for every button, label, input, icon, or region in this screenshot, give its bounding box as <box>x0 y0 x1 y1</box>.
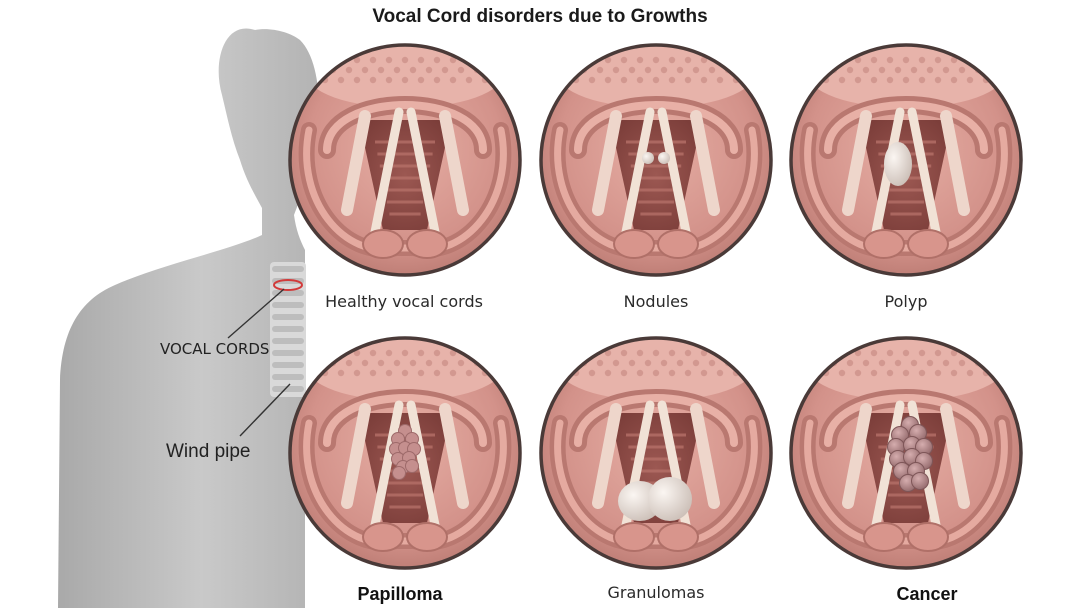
larynx-panel-cancer <box>789 336 1023 570</box>
growth-polyp <box>884 142 912 186</box>
panel-frame <box>288 336 522 570</box>
panel-frame <box>539 336 773 570</box>
panel-label-papilloma: Papilloma <box>357 584 443 604</box>
panel-frame <box>288 43 522 277</box>
panel-label-granulomas: Granulomas <box>607 583 705 602</box>
trachea-ring <box>272 326 304 332</box>
trachea-ring <box>272 302 304 308</box>
trachea-ring <box>272 266 304 272</box>
panel-label-healthy: Healthy vocal cords <box>325 292 483 311</box>
panel-label-polyp: Polyp <box>884 292 928 311</box>
diagram-title: Vocal Cord disorders due to Growths <box>372 6 708 27</box>
growth-papilloma <box>389 424 421 480</box>
right-vocal-cord <box>406 107 440 237</box>
vocal-cords-label: VOCAL CORDS <box>160 340 270 358</box>
wind-pipe-label: Wind pipe <box>166 441 251 462</box>
trachea <box>270 262 306 397</box>
panel-frame <box>789 336 1023 570</box>
left-vocal-cord <box>370 400 404 530</box>
left-vocal-cord <box>370 107 404 237</box>
larynx-panel-papilloma <box>288 336 522 570</box>
larynx-panel-granulomas <box>539 336 773 570</box>
palate-bumps <box>572 56 748 84</box>
vocal-cords-pointer-line <box>227 288 285 339</box>
right-vocal-cord <box>907 107 941 237</box>
larynx-panel-nodules <box>539 43 773 277</box>
larynx-panel-polyp <box>789 43 1023 277</box>
trachea-ring <box>272 386 304 392</box>
larynx-panel-none <box>288 43 522 277</box>
left-vocal-cord <box>621 107 655 237</box>
trachea-ring <box>272 374 304 380</box>
trachea-ring <box>272 314 304 320</box>
wind-pipe-pointer-line <box>239 383 291 437</box>
trachea-ring <box>272 350 304 356</box>
panel-frame <box>789 43 1023 277</box>
body-silhouette <box>58 28 319 608</box>
growth-nodules <box>642 152 670 164</box>
left-vocal-cord <box>871 400 905 530</box>
right-vocal-cord <box>406 400 440 530</box>
trachea-ring <box>272 362 304 368</box>
panel-label-nodules: Nodules <box>623 292 689 311</box>
vocal-cord-ring-marker <box>273 279 303 291</box>
panel-label-cancer: Cancer <box>896 584 958 604</box>
trachea-ring <box>272 290 304 296</box>
growth-cancer <box>887 416 933 492</box>
right-vocal-cord <box>657 107 691 237</box>
panel-frame <box>539 43 773 277</box>
growth-granulomas <box>618 477 692 521</box>
trachea-ring <box>272 338 304 344</box>
